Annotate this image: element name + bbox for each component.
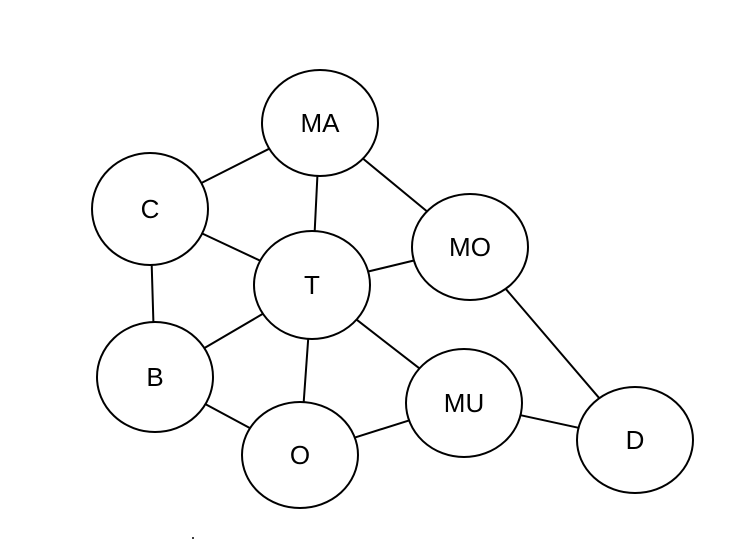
node-circle <box>253 230 371 340</box>
edge-ma-t <box>313 174 319 233</box>
node-b: B <box>96 321 214 433</box>
node-circle <box>405 348 523 458</box>
node-c: C <box>91 152 209 266</box>
edge-mo-d <box>504 287 601 400</box>
node-label: MA <box>301 108 341 138</box>
node-circle <box>576 386 694 494</box>
node-mo: MO <box>411 193 529 301</box>
node-o: O <box>241 401 359 509</box>
node-label: MU <box>444 388 484 418</box>
node-t: T <box>253 230 371 340</box>
node-mu: MU <box>405 348 523 458</box>
stray-dot <box>192 537 194 539</box>
node-circle <box>96 321 214 433</box>
edge-ma-c <box>200 147 271 184</box>
node-label: MO <box>449 232 491 262</box>
node-label: O <box>290 440 310 470</box>
node-label: C <box>141 194 160 224</box>
edge-mu-d <box>519 414 580 429</box>
edge-o-mu <box>353 419 411 439</box>
edge-ma-mo <box>362 157 428 213</box>
node-d: D <box>576 386 694 494</box>
edge-c-b <box>150 264 155 323</box>
edge-b-o <box>204 403 251 430</box>
edge-t-b <box>203 312 264 350</box>
node-label: T <box>304 270 320 300</box>
edge-c-t <box>201 232 262 262</box>
edge-t-mo <box>367 259 415 273</box>
edge-t-mu <box>355 318 421 370</box>
node-label: D <box>626 425 645 455</box>
edges-layer <box>150 147 601 439</box>
node-label: B <box>146 362 163 392</box>
node-ma: MA <box>261 69 379 177</box>
nodes-layer: MA C MO T B MU D O <box>91 69 694 509</box>
node-circle <box>91 152 209 266</box>
edge-t-o <box>302 337 310 404</box>
node-circle <box>411 193 529 301</box>
node-circle <box>261 69 379 177</box>
node-circle <box>241 401 359 509</box>
